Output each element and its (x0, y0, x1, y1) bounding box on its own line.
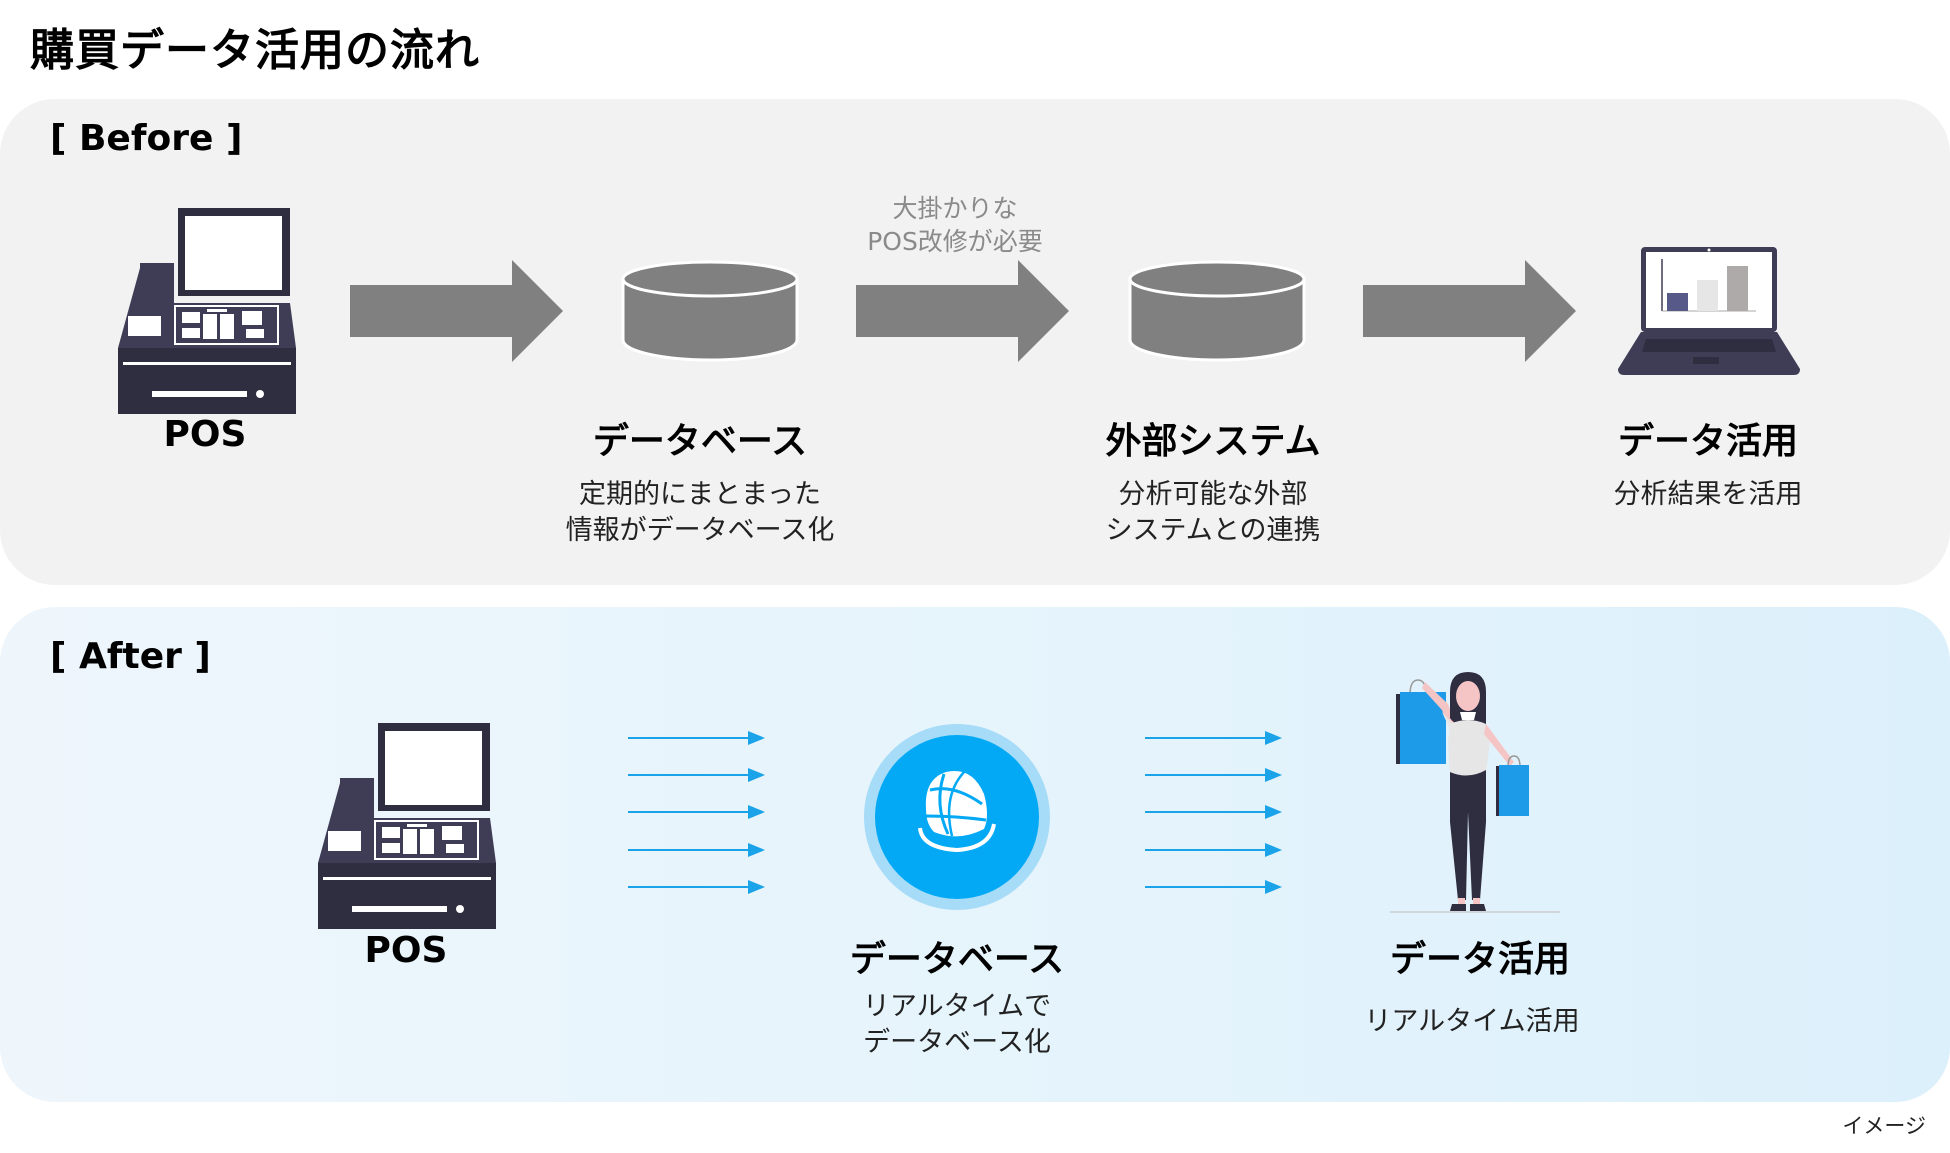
before-database-desc: 定期的にまとまった 情報がデータベース化 (566, 477, 835, 549)
desc-line: 定期的にまとまった (579, 479, 821, 510)
desc-line: 情報がデータベース化 (565, 515, 835, 546)
flow-line-arrow (1145, 731, 1282, 745)
desc-line: リアルタイム活用 (1364, 1006, 1580, 1037)
cloud-database-globe-icon (864, 724, 1050, 910)
pos-register-shape (318, 723, 496, 929)
pos-register-icon (318, 723, 496, 929)
flow-line-arrow (628, 768, 765, 782)
external-system-title: 外部システム (1105, 421, 1321, 462)
data-utilization-desc: 分析結果を活用 (1614, 477, 1803, 513)
flow-line-arrow (1145, 805, 1282, 819)
flow-arrow-1 (350, 260, 563, 362)
before-panel (0, 99, 1950, 585)
realtime-flow-lines-2 (1145, 731, 1282, 894)
desc-line: システムとの連携 (1105, 515, 1321, 546)
shopper-with-bags-icon (1390, 672, 1560, 913)
data-utilization-title: データ活用 (1617, 421, 1799, 462)
flow-line-arrow (628, 880, 765, 894)
desc-line: リアルタイムで (862, 991, 1052, 1022)
flow-line-arrow (628, 805, 765, 819)
flow-line-arrow (1145, 768, 1282, 782)
realtime-flow-lines-1 (628, 731, 765, 894)
external-system-database-icon (1128, 260, 1306, 362)
after-pos-title: POS (364, 930, 448, 971)
globe-shape (918, 769, 996, 853)
laptop-chart-icon (1618, 247, 1800, 375)
flow-line-arrow (628, 731, 765, 745)
before-section-label: [ Before ] (50, 118, 243, 159)
desc-line: 分析結果を活用 (1613, 479, 1803, 510)
after-section-label: [ After ] (50, 636, 211, 677)
image-caption: イメージ (1842, 1114, 1926, 1138)
after-data-utilization-title: データ活用 (1389, 939, 1571, 980)
after-data-utilization-desc: リアルタイム活用 (1364, 1004, 1579, 1040)
after-database-desc: リアルタイムで データベース化 (863, 989, 1051, 1061)
pos-register-shape (118, 208, 296, 414)
after-database-title: データベース (849, 939, 1065, 980)
page-title: 購買データ活用の流れ (30, 25, 480, 76)
flow-line-arrow (1145, 880, 1282, 894)
external-system-desc: 分析可能な外部 システムとの連携 (1106, 477, 1321, 549)
flow-arrow-2 (856, 260, 1069, 362)
note-line: 大掛かりな (892, 194, 1018, 223)
desc-line: 分析可能な外部 (1118, 479, 1308, 510)
note-line: POS改修が必要 (867, 227, 1043, 256)
before-database-title: データベース (592, 421, 808, 462)
database-icon (621, 260, 799, 362)
pos-register-icon (118, 208, 296, 414)
flow-line-arrow (1145, 843, 1282, 857)
flow-line-arrow (628, 843, 765, 857)
desc-line: データベース化 (863, 1027, 1051, 1058)
flow-arrow-3 (1363, 260, 1576, 362)
before-pos-title: POS (163, 414, 247, 455)
pos-modification-note: 大掛かりな POS改修が必要 (867, 192, 1043, 258)
